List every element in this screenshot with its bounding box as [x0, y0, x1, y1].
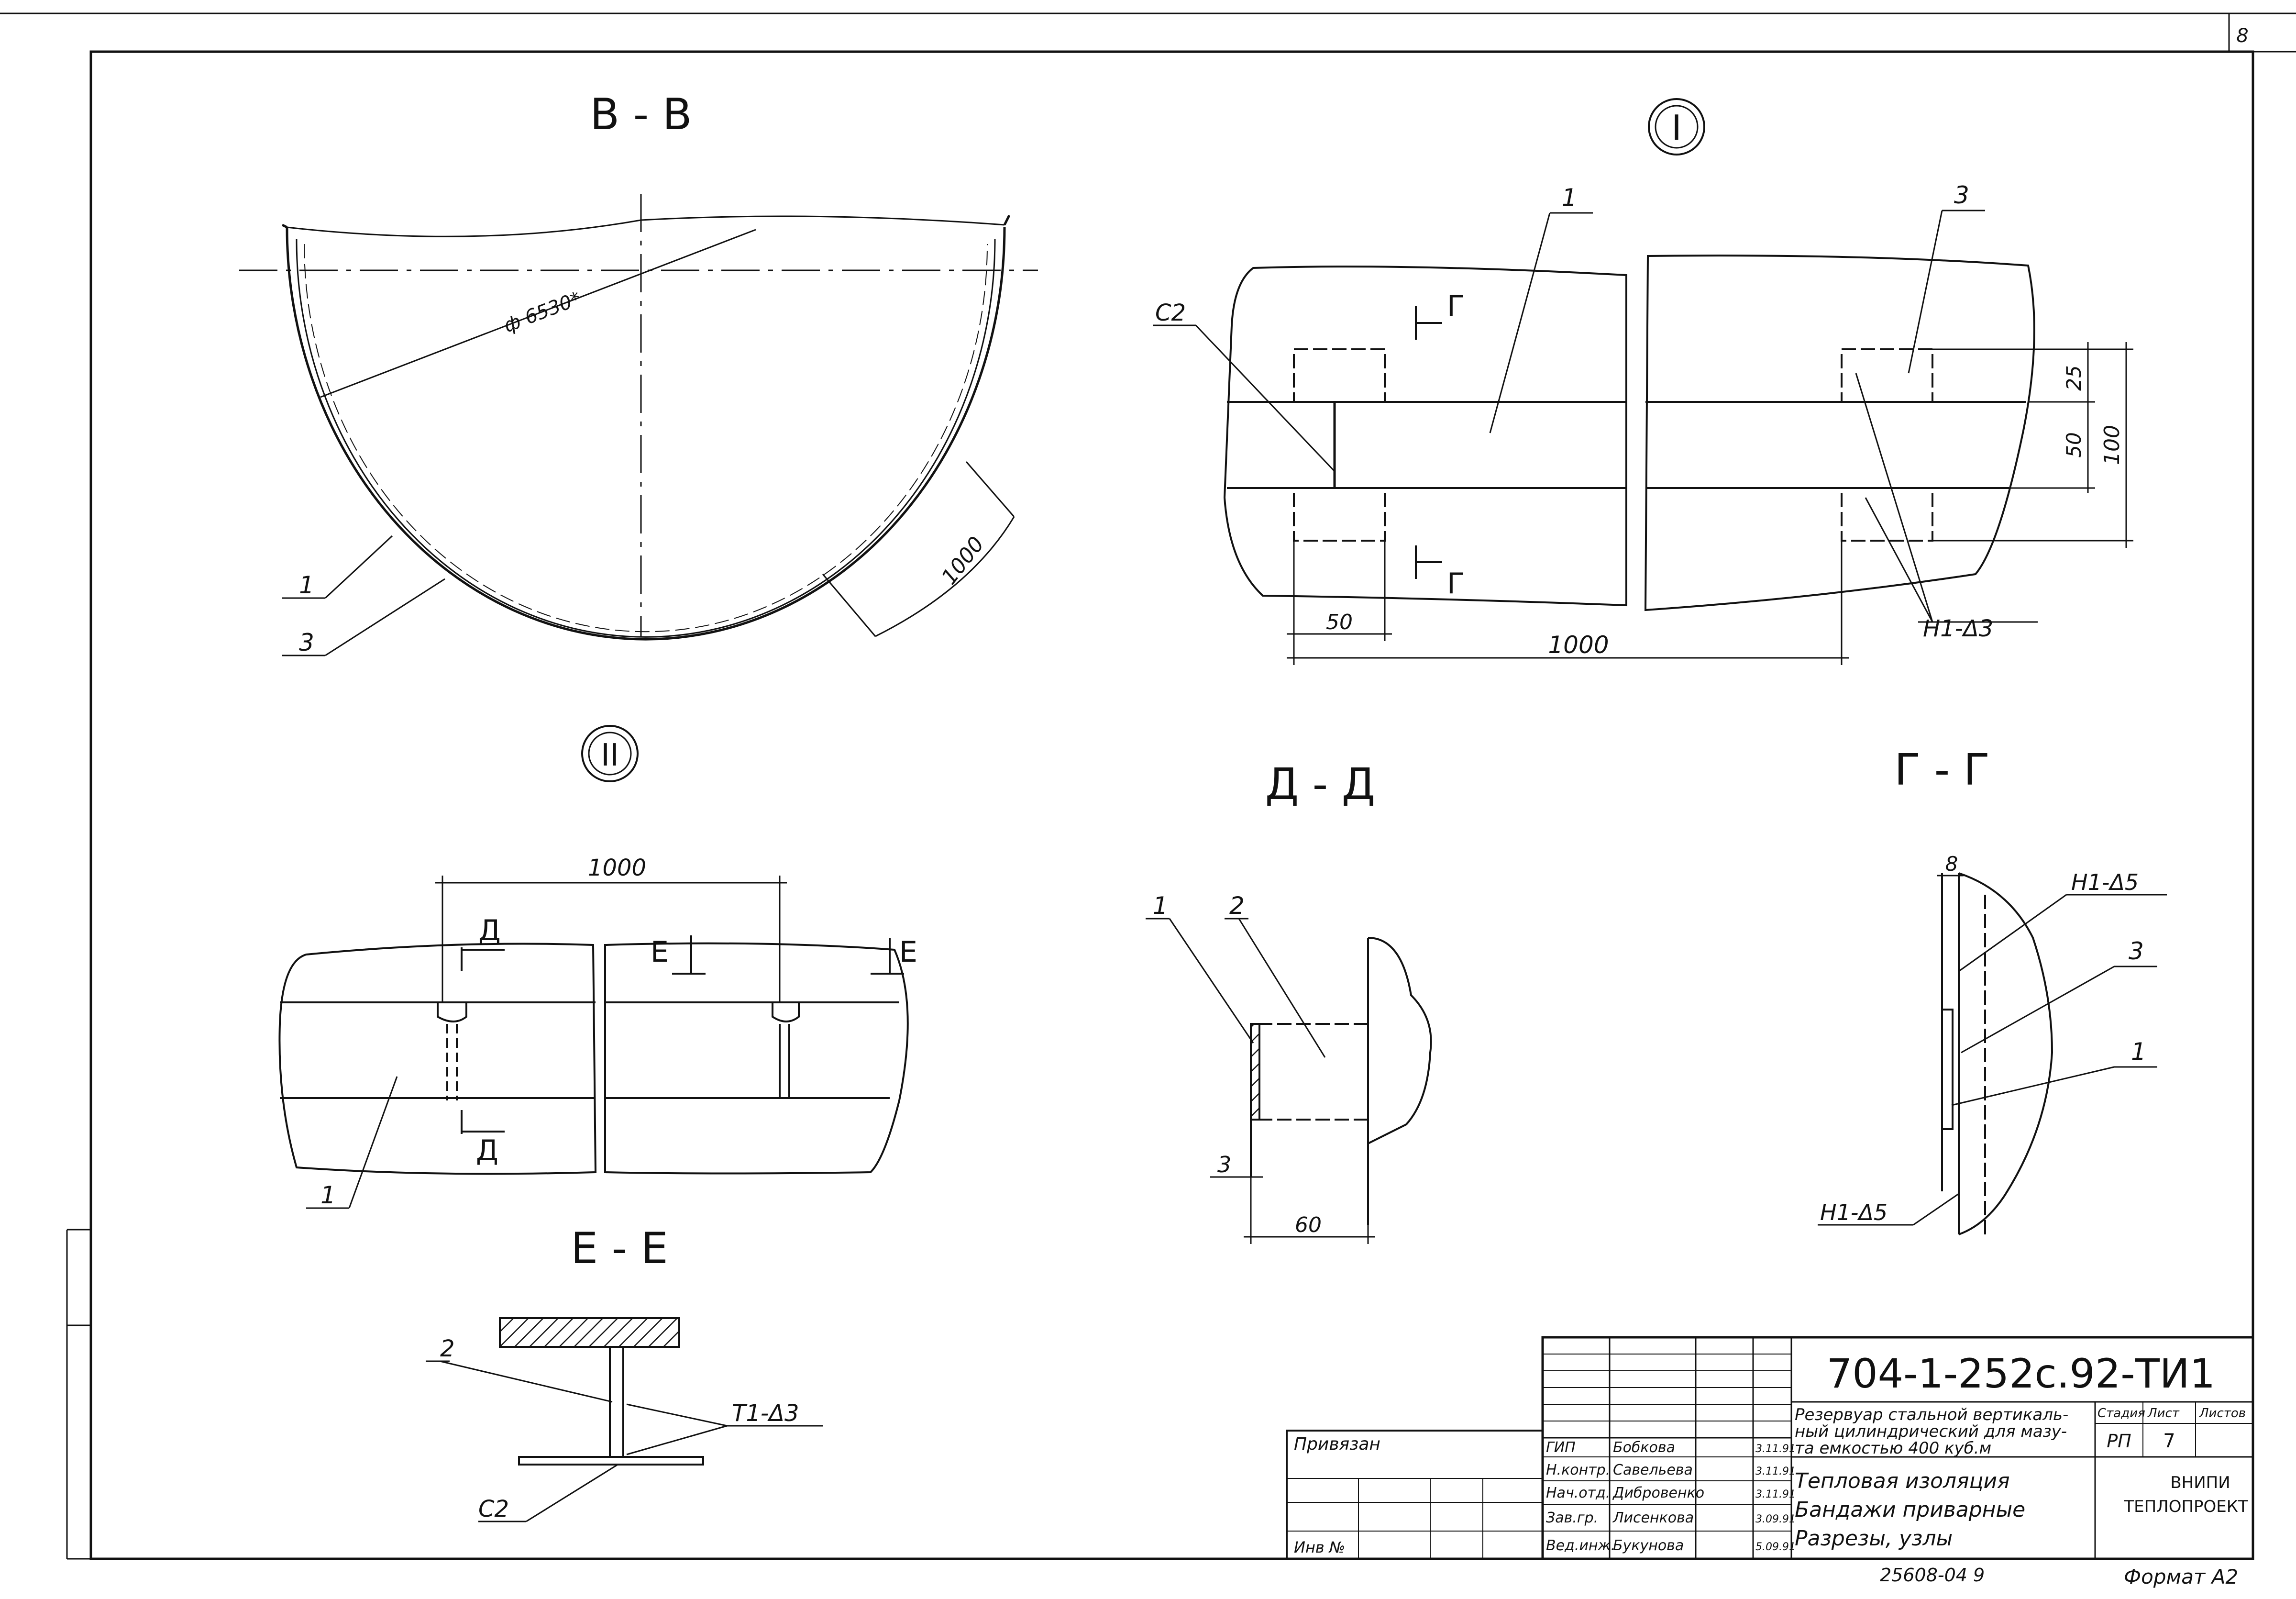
view-gg-weld-bottom: Н1-Δ5	[1820, 1199, 1888, 1225]
sig-name-2: Дибровенко	[1612, 1485, 1704, 1501]
view-node-2: II 1000 Д Д Е Е	[278, 725, 917, 1209]
view-bb-title: В - В	[590, 89, 692, 140]
sheet-title-line-2: Разрезы, узлы	[1795, 1526, 1953, 1551]
col-sheets-label: Листов	[2199, 1406, 2246, 1421]
view-gg-title: Г - Г	[1894, 745, 1989, 795]
node-1-section-bottom: Г	[1447, 567, 1465, 600]
node-1-dim-50-vertical: 50	[2062, 432, 2086, 457]
signature-rows: ГИП Бобкова 3.11.91 Н.контр. Савельева 3…	[1546, 1439, 1796, 1554]
view-gg-callout-3: 3	[2129, 937, 2144, 965]
node-1-callout-c2: С2	[1155, 300, 1186, 326]
node-2-dim-1000: 1000	[588, 855, 646, 881]
title-block	[1286, 1336, 2254, 1560]
sig-name-1: Савельева	[1613, 1462, 1693, 1478]
view-ee-callout-c2: С2	[478, 1496, 509, 1522]
stamp-inventory: Инв №	[1294, 1538, 1345, 1556]
view-bb: В - В ф 6530* 1000 1 3	[239, 89, 1038, 656]
node-1-dim-25: 25	[2062, 365, 2086, 390]
org-line-1: ТЕПЛОПРОЕКТ	[2123, 1497, 2248, 1516]
object-line-0: Резервуар стальной вертикаль-	[1795, 1405, 2068, 1424]
view-ee-title: Е - Е	[571, 1223, 668, 1274]
view-bb-diameter: ф 6530*	[501, 288, 584, 337]
object-line-2: та емкостью 400 куб.м	[1795, 1439, 1991, 1458]
object-line-1: ный цилиндрический для мазу-	[1795, 1422, 2067, 1441]
node-2-section-e-right: Е	[899, 935, 917, 969]
sheet-title-line-0: Тепловая изоляция	[1795, 1469, 2010, 1493]
sig-name-4: Букунова	[1613, 1537, 1684, 1554]
view-gg-callout-1: 1	[2131, 1038, 2146, 1066]
sheet-value: 7	[2163, 1430, 2175, 1452]
node-1-dim-1000: 1000	[1548, 631, 1609, 659]
sig-role-3: Зав.гр.	[1546, 1510, 1598, 1526]
sig-name-3: Лисенкова	[1612, 1510, 1694, 1526]
sheet-title-line-1: Бандажи приварные	[1795, 1498, 2025, 1522]
stamp-label: Привязан	[1294, 1434, 1380, 1454]
view-dd-callout-1: 1	[1153, 892, 1168, 920]
node-1-section-top: Г	[1447, 289, 1465, 323]
view-dd-dim-60: 60	[1295, 1213, 1322, 1237]
sheet-frame	[0, 12, 2296, 1560]
view-dd-title: Д - Д	[1265, 759, 1375, 810]
view-gg: Г - Г 8 Н1-Δ5 3 1 Н1-Δ5	[1818, 745, 2167, 1235]
node-1-dim-100: 100	[2100, 425, 2124, 465]
sig-role-1: Н.контр.	[1546, 1462, 1610, 1478]
drawing-designation: 704-1-252с.92-ТИ1	[1827, 1350, 2215, 1397]
view-dd-callout-2: 2	[1229, 892, 1245, 920]
view-node-1: I Г Г С2 1	[1153, 98, 2133, 665]
col-sheet-label: Лист	[2147, 1406, 2180, 1421]
node-2-title: II	[601, 738, 619, 773]
node-2-section-d-top: Д	[478, 914, 501, 947]
sig-role-4: Вед.инж.	[1546, 1537, 1615, 1554]
sig-date-1: 3.11.91	[1755, 1466, 1796, 1477]
view-gg-weld-top: Н1-Δ5	[2071, 869, 2139, 895]
org-line-0: ВНИПИ	[2170, 1473, 2230, 1492]
sheet-number: 8	[2236, 25, 2248, 47]
node-1-title: I	[1671, 108, 1681, 148]
view-bb-callout-1: 1	[299, 571, 314, 599]
node-1-callout-3: 3	[1954, 181, 1969, 209]
view-dd-callout-3: 3	[1217, 1152, 1231, 1177]
sig-role-0: ГИП	[1546, 1439, 1576, 1456]
view-bb-callout-3: 3	[299, 629, 314, 656]
view-dd: Д - Д 1 2 3 60	[1146, 759, 1432, 1244]
node-1-dim-50: 50	[1326, 610, 1353, 634]
node-2-section-d-bottom: Д	[476, 1134, 498, 1167]
view-ee-weld: Т1-Δ3	[732, 1400, 799, 1427]
node-2-callout-1: 1	[320, 1181, 336, 1209]
view-ee-callout-2: 2	[440, 1335, 455, 1362]
sig-name-0: Бобкова	[1613, 1439, 1675, 1456]
node-2-section-e-left: Е	[651, 935, 669, 969]
view-ee: Е - Е 2 Т1-Δ3 С2	[426, 1223, 823, 1522]
node-1-callout-1: 1	[1562, 184, 1577, 211]
paper-format: Формат А2	[2124, 1565, 2238, 1588]
sig-role-2: Нач.отд.	[1546, 1485, 1610, 1501]
stage-value: РП	[2107, 1431, 2131, 1452]
col-stage-label: Стадия	[2097, 1406, 2145, 1421]
archive-number: 25608-04 9	[1880, 1565, 1985, 1586]
sig-date-3: 3.09.91	[1755, 1513, 1796, 1525]
view-gg-dim-8: 8	[1945, 852, 1958, 876]
sig-date-2: 3.11.91	[1755, 1488, 1796, 1500]
sig-date-0: 3.11.91	[1755, 1443, 1796, 1455]
sig-date-4: 5.09.91	[1755, 1541, 1796, 1553]
node-1-weld: Н1-Δ3	[1923, 615, 1993, 642]
